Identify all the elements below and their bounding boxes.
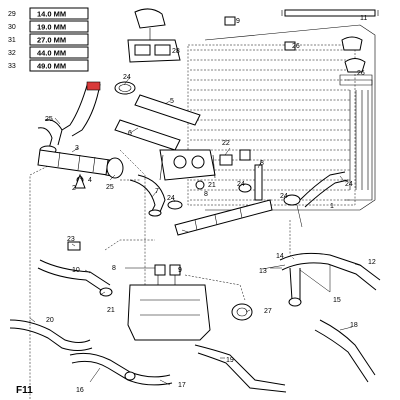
callout-22: 22 [222, 140, 230, 147]
callout-2: 2 [72, 185, 76, 192]
legend-box-5 [29, 59, 89, 72]
callout-11: 11 [360, 15, 367, 22]
callout-16: 16 [76, 387, 84, 394]
callout-17: 17 [178, 382, 186, 389]
expansion-tank [127, 264, 211, 341]
callout-12: 12 [368, 259, 376, 266]
part-9-clip-top [224, 16, 236, 26]
part-28-sensor-bracket [127, 8, 181, 63]
callout-14: 14 [276, 253, 284, 260]
part-12-14-hose-assembly [279, 252, 381, 307]
thermostat-housing [159, 149, 216, 181]
legend-value-1: 14.0 MM [37, 10, 66, 19]
callout-24-e: 24 [345, 181, 353, 188]
callout-8-b: 8 [204, 191, 208, 198]
upper-radiator-hose [61, 81, 101, 137]
callout-4: 4 [88, 177, 92, 184]
part-2-clip [74, 173, 86, 189]
part-20-hose [9, 319, 93, 351]
part-21-fitting-top [195, 180, 205, 190]
part-26-clip-a [284, 41, 296, 51]
part-7-hose [129, 174, 166, 217]
part-1-long-pipe [174, 199, 273, 236]
part-27-clamp [231, 303, 253, 321]
legend-num-2: 30 [8, 24, 16, 31]
part-26-clip-b [344, 58, 366, 73]
callout-18: 18 [350, 322, 358, 329]
part-25-clamp-b [106, 157, 124, 179]
legend-num-5: 33 [8, 63, 16, 70]
callout-9-b: 9 [178, 267, 182, 274]
legend-num-3: 31 [8, 37, 16, 44]
callout-3: 3 [75, 145, 79, 152]
callout-19: 19 [226, 357, 234, 364]
callout-27: 27 [264, 308, 272, 315]
legend-value-5: 49.0 MM [37, 62, 66, 71]
legend-num-1: 29 [8, 11, 16, 18]
part-23-clamp-b [99, 287, 113, 297]
part-22-seal [219, 154, 233, 166]
part-22-seal-b [239, 149, 251, 161]
part-18-hose [314, 319, 376, 383]
part-24-clamp-c [238, 183, 252, 193]
part-8-bracket [254, 164, 263, 201]
part-11-pipe [281, 9, 379, 17]
part-10-hose [37, 259, 111, 293]
callout-13: 13 [259, 268, 267, 275]
part-25-clamp-top [341, 36, 363, 51]
callout-1: 1 [330, 203, 334, 210]
hose-end-highlight [86, 81, 101, 91]
callout-20: 20 [46, 317, 54, 324]
callout-21-b: 21 [107, 307, 115, 314]
callout-25-b: 25 [106, 184, 114, 191]
callout-25-a: 25 [45, 116, 53, 123]
callout-23: 23 [67, 236, 75, 243]
callout-26-b: 26 [357, 70, 365, 77]
callout-21-a: 21 [208, 182, 216, 189]
legend-box-1 [29, 7, 89, 20]
size-legend: 29 14.0 MM 30 19.0 MM 31 27.0 MM 32 44.0… [8, 7, 89, 72]
callout-15: 15 [333, 297, 341, 304]
callout-10: 10 [72, 267, 80, 274]
callout-numbers: 1 2 3 4 5 6 7 8 8 8 9 9 10 11 12 13 14 1… [45, 15, 376, 394]
part-23-clamp [67, 241, 81, 251]
callout-8-c: 8 [112, 265, 116, 272]
part-24-clamp-b [167, 200, 183, 210]
part-25-hose-left [37, 119, 63, 155]
callout-24-d: 24 [280, 193, 288, 200]
legend-value-3: 27.0 MM [37, 36, 66, 45]
legend-box-3 [29, 33, 89, 46]
callout-24-b: 24 [167, 195, 175, 202]
right-radiator-hose [299, 171, 349, 208]
callout-5: 5 [170, 98, 174, 105]
legend-value-2: 19.0 MM [37, 23, 66, 32]
legend-value-4: 44.0 MM [37, 49, 66, 58]
part-5-sleeve [134, 94, 201, 126]
callout-24-c: 24 [237, 181, 245, 188]
part-19-hose [194, 344, 287, 393]
legend-num-4: 32 [8, 50, 16, 57]
callout-8-a: 8 [260, 160, 264, 167]
callout-6: 6 [128, 130, 132, 137]
part-24-clamp-a [114, 81, 136, 95]
callout-28: 28 [172, 48, 180, 55]
legend-box-4 [29, 46, 89, 59]
callout-24-a: 24 [123, 74, 131, 81]
callout-26-a: 26 [292, 43, 300, 50]
callout-9-a: 9 [236, 18, 240, 25]
callout-7: 7 [155, 188, 159, 195]
part-6-sleeve [114, 119, 181, 151]
figure-label: F11 [16, 385, 33, 396]
legend-box-2 [29, 20, 89, 33]
leader-lines [29, 76, 363, 386]
part-16-17-hose [69, 352, 173, 386]
